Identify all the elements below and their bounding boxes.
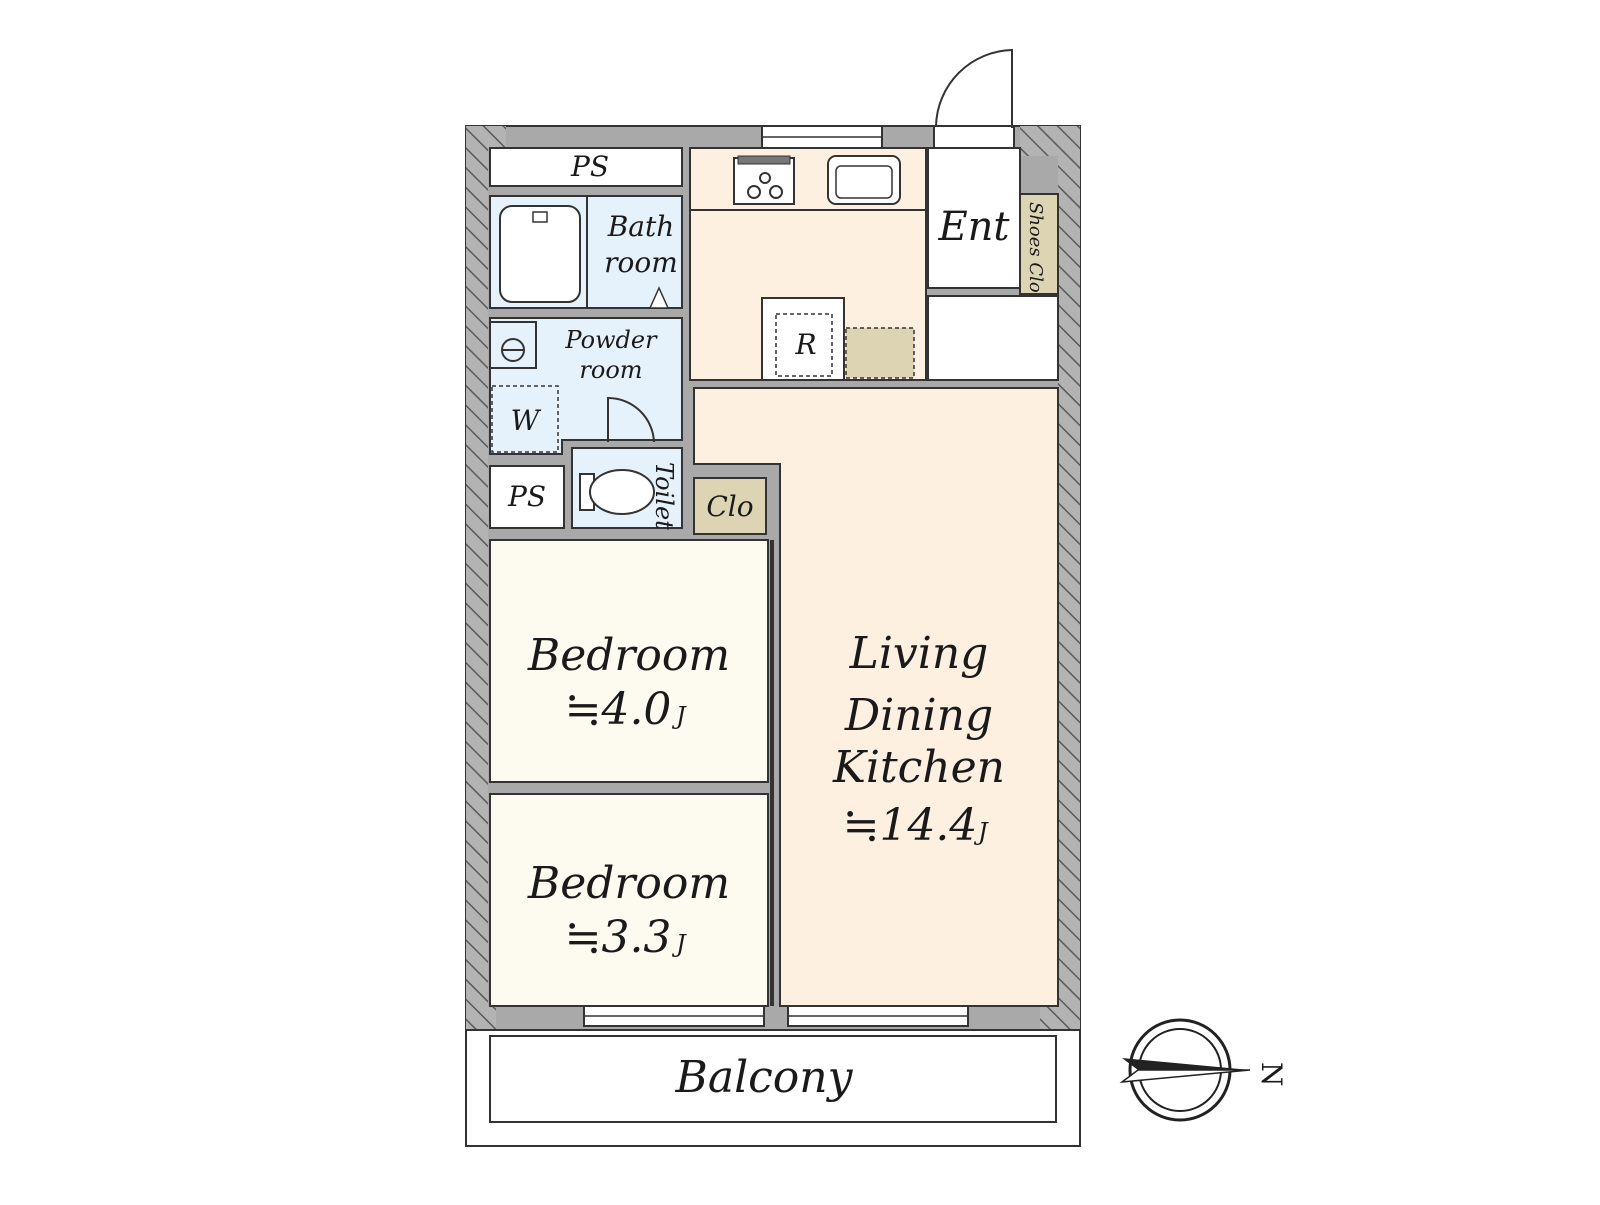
door-arrow-icon [648, 286, 670, 309]
entrance-door-swing-icon [935, 48, 1013, 128]
ldk-name-line3: Kitchen [832, 742, 1005, 793]
ps-top-label: PS [570, 150, 609, 183]
bath-label-line1: Bath [607, 210, 675, 243]
washer-space [491, 385, 559, 453]
ps-left-label: PS [507, 480, 546, 513]
bedroom-1-name: Bedroom [527, 630, 730, 681]
entrance-door [933, 125, 1015, 149]
closet [693, 477, 767, 535]
bedroom-1-area: ≒4.0 [565, 684, 672, 735]
kitchen-storage [845, 327, 915, 379]
balcony-label: Balcony [675, 1052, 854, 1103]
washer-label: W [511, 404, 542, 437]
faucet-icon [532, 211, 548, 223]
ldk-name-line1: Living [849, 628, 989, 679]
shoes-closet-label: Shoes Clo [1025, 202, 1046, 293]
powder-label-line2: room [579, 356, 642, 384]
bathroom [489, 195, 683, 309]
pipe-space-left [489, 465, 565, 529]
living-dining-kitchen [693, 387, 1059, 1007]
stove-icon [733, 157, 795, 205]
bedroom-2-name: Bedroom [527, 858, 730, 909]
toilet [571, 447, 683, 529]
toilet-bowl-icon [589, 469, 655, 515]
bedroom-4-0 [489, 539, 769, 783]
entrance [761, 48, 1059, 381]
balcony-windows [583, 1005, 969, 1027]
refrigerator-label: R [794, 328, 816, 361]
entrance-hall [927, 295, 1059, 381]
pipe-space-top [489, 147, 683, 187]
closet-label: Clo [706, 490, 753, 523]
ldk-area: ≒14.4 [843, 800, 978, 851]
bedroom-2-area: ≒3.3 [565, 912, 672, 963]
bath-label-line2: room [604, 246, 678, 279]
powder-label-line1: Powder [564, 326, 658, 354]
bedroom-3-3 [489, 793, 769, 1007]
powder-room [489, 317, 683, 455]
balcony [465, 1029, 1081, 1147]
compass-icon: N [1119, 1018, 1288, 1122]
ldk-name-line2: Dining [844, 690, 993, 741]
door-swing-icon [607, 396, 655, 443]
shoes-closet [1019, 193, 1059, 295]
bathtub-icon [499, 205, 581, 303]
toilet-label: Toilet [650, 462, 678, 530]
entrance-label: Ent [937, 204, 1010, 250]
compass-north-label: N [1255, 1062, 1288, 1087]
